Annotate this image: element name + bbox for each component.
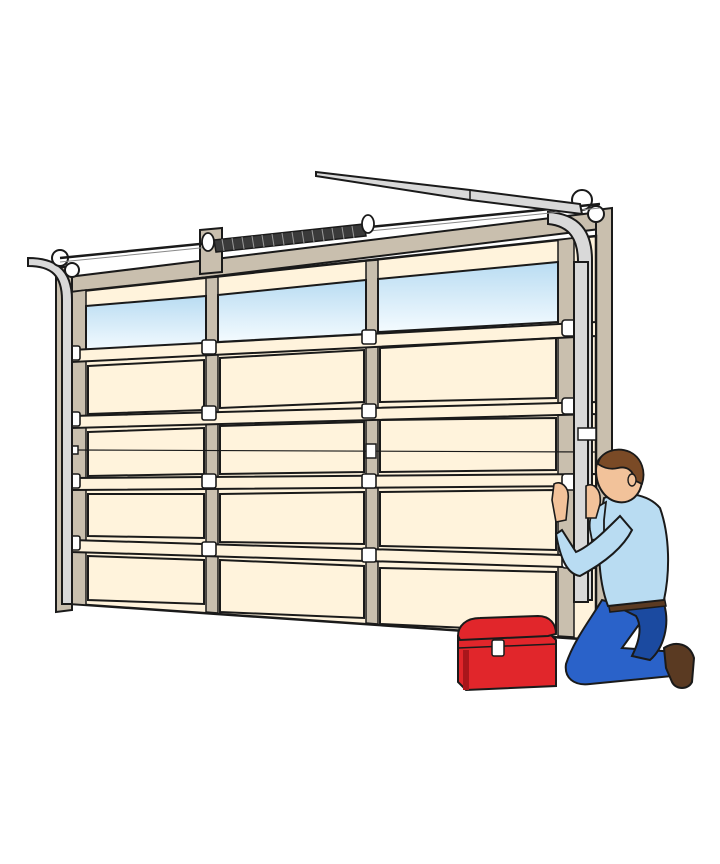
boot bbox=[662, 642, 696, 689]
door-stile-right bbox=[557, 237, 575, 638]
lock-bar bbox=[71, 443, 597, 459]
torsion-assembly bbox=[59, 202, 601, 263]
hand-right bbox=[585, 484, 602, 519]
torsion-spring bbox=[201, 214, 375, 253]
door-stile-center-left bbox=[205, 276, 219, 614]
hair bbox=[597, 448, 645, 486]
toolbox-latch bbox=[491, 639, 505, 657]
repair-technician bbox=[551, 448, 696, 689]
toolbox bbox=[456, 614, 558, 692]
door-stile-center-right bbox=[365, 259, 379, 625]
hand-left bbox=[551, 482, 570, 523]
window-right bbox=[377, 260, 559, 334]
overhead-track bbox=[315, 170, 584, 216]
garage-door bbox=[67, 234, 598, 642]
right-track bbox=[547, 189, 605, 603]
left-track bbox=[27, 249, 80, 605]
